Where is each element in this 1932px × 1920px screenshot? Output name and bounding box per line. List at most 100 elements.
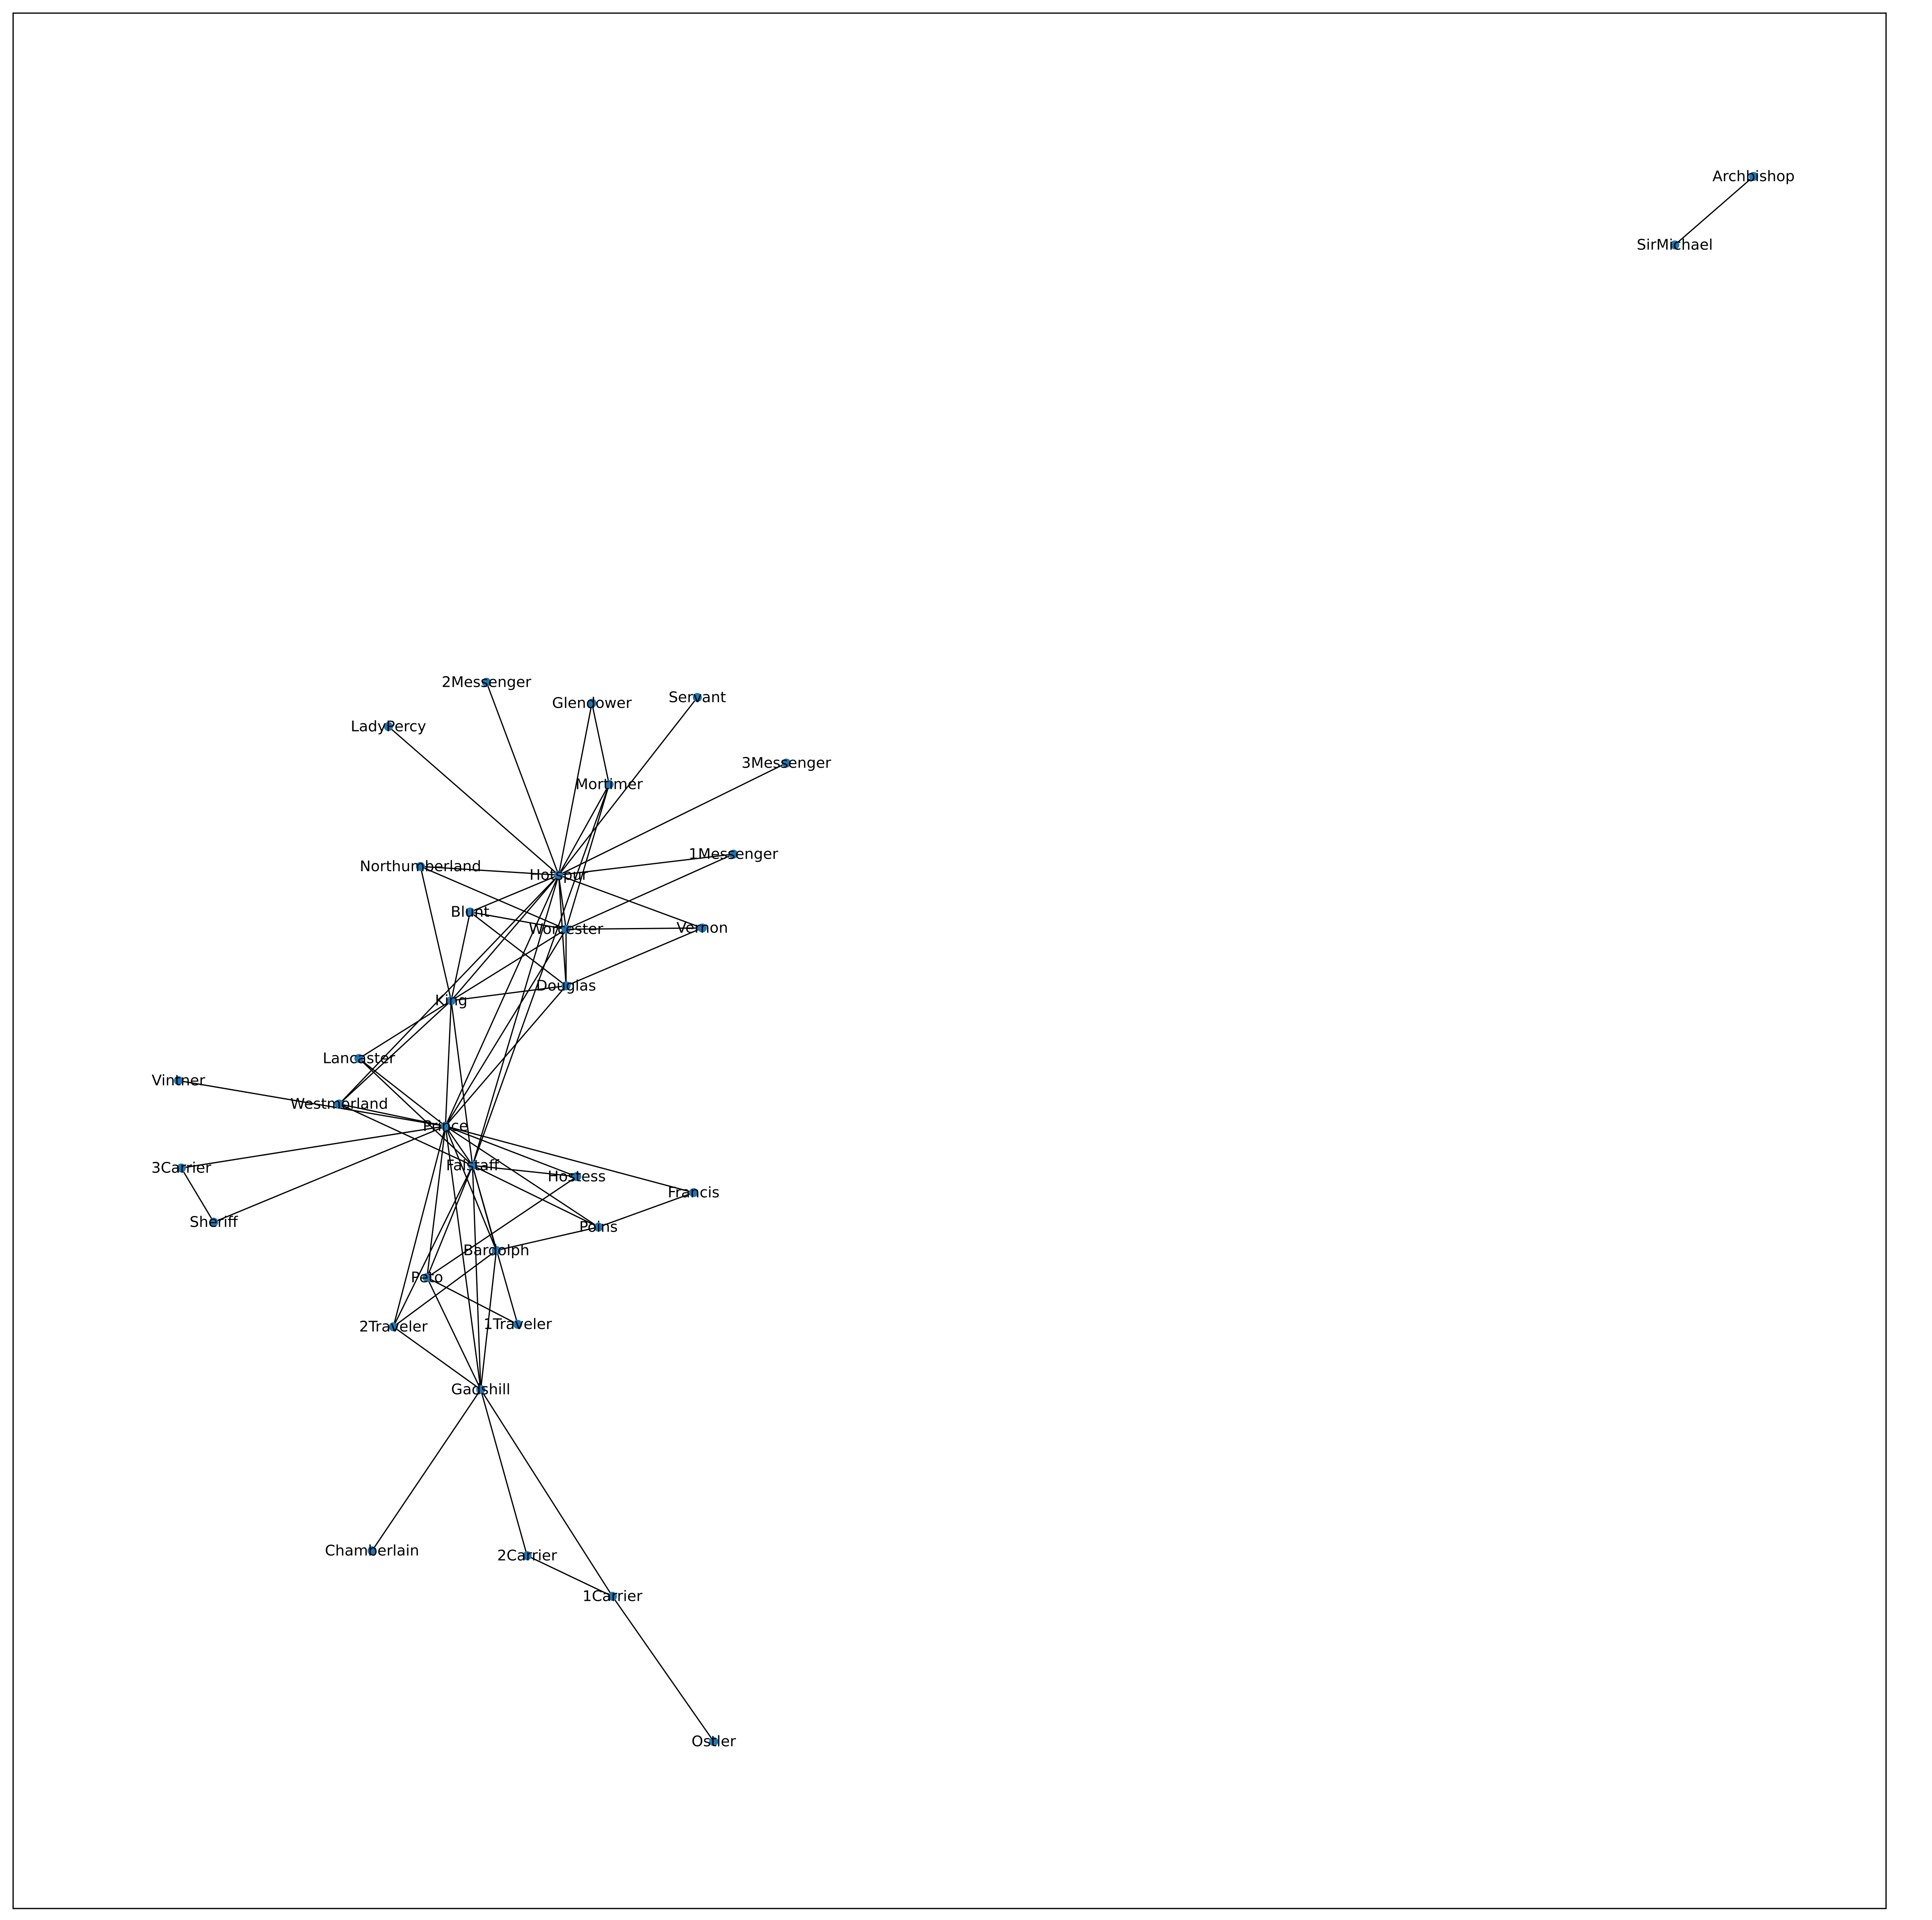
edge-mortimer-falstaff [472, 784, 610, 1166]
edge-hotspur-king [450, 875, 560, 1001]
node-lancaster [354, 1054, 363, 1063]
node-label-bardolph: Bardolph [463, 1242, 529, 1259]
edge-mortimer-worcester [565, 784, 610, 930]
node-sheriff [209, 1218, 218, 1227]
node-prince [441, 1122, 450, 1131]
edge-peto-1traveler [427, 1277, 518, 1325]
edge-vintner-prince [178, 1080, 446, 1127]
node-label-servant: Servant [669, 689, 726, 706]
edge-prince-bardolph [445, 1126, 497, 1251]
edge-blunt-douglas [470, 911, 566, 987]
edge-lancaster-falstaff [358, 1058, 473, 1166]
edge-king-falstaff [450, 1000, 473, 1166]
edge-bardolph-2traveler [393, 1250, 497, 1328]
edge-ladypercy-hotspur [388, 726, 559, 876]
edge-blunt-worcester [470, 911, 566, 930]
edge-bardolph-gadshill [480, 1250, 497, 1390]
node-worcester [562, 925, 571, 934]
node-label-chamberlain: Chamberlain [325, 1543, 419, 1559]
edge-hotspur-blunt [470, 874, 559, 913]
node-label-hostess: Hostess [548, 1168, 606, 1185]
node-label-1traveler: 1Traveler [484, 1316, 552, 1333]
edge-falstaff-2traveler [393, 1165, 473, 1327]
node-northumberland [416, 862, 425, 871]
node-label-2carrier: 2Carrier [497, 1547, 557, 1564]
node-label-ladypercy: LadyPercy [351, 718, 426, 735]
edge-falstaff-peto [426, 1165, 473, 1278]
edge-prince-poins [445, 1125, 599, 1228]
node-label-hotspur: Hotspur [530, 867, 588, 884]
edge-prince-3carrier [181, 1125, 446, 1169]
edge-gadshill-1carrier [480, 1389, 613, 1597]
edge-glendower-hotspur [558, 703, 593, 875]
node-label-sirmichael: SirMichael [1637, 237, 1713, 254]
edge-northumberland-king [420, 866, 452, 1001]
node-westmorland [335, 1099, 344, 1109]
node-label-douglas: Douglas [536, 978, 596, 994]
node-sirmichael [1670, 240, 1679, 249]
node-glendower [587, 699, 596, 708]
edge-2traveler-gadshill [393, 1326, 481, 1390]
edges-layer [178, 176, 1754, 1742]
node-king [447, 996, 456, 1005]
node-label-2messenger: 2Messenger [442, 674, 532, 691]
edge-hotspur-worcester [558, 875, 567, 930]
edge-prince-2traveler [393, 1126, 446, 1327]
node-label-vintner: Vintner [152, 1072, 206, 1089]
edge-falstaff-hostess [472, 1165, 577, 1177]
edge-douglas-prince [445, 985, 567, 1127]
edge-peto-gadshill [426, 1277, 482, 1390]
node-vintner [174, 1076, 183, 1085]
edge-1messenger-hotspur [558, 853, 734, 876]
edge-poins-bardolph [496, 1226, 599, 1251]
node-label-sheriff: Sheriff [190, 1214, 238, 1231]
node-bardolph [492, 1246, 501, 1255]
edge-mortimer-hotspur [558, 784, 610, 875]
edge-glendower-mortimer [591, 703, 610, 785]
node-label-blunt: Blunt [451, 904, 489, 921]
node-label-worcester: Worcester [529, 921, 603, 938]
node-label-vernon: Vernon [676, 920, 728, 937]
node-label-prince: Prince [423, 1118, 468, 1135]
edge-northumberland-hotspur [420, 866, 559, 876]
edge-hotspur-falstaff [472, 875, 560, 1166]
node-poins [594, 1223, 603, 1232]
node-douglas [562, 981, 571, 990]
node-label-peto: Peto [411, 1269, 443, 1286]
node-2messenger [482, 678, 491, 687]
plot-frame [12, 12, 1887, 1909]
edge-worcester-vernon [566, 927, 703, 930]
edge-prince-sheriff [213, 1125, 446, 1223]
node-gadshill [476, 1385, 485, 1394]
edge-gadshill-chamberlain [371, 1389, 482, 1551]
node-mortimer [605, 780, 614, 789]
node-label-3carrier: 3Carrier [151, 1160, 211, 1177]
node-label-king: King [435, 992, 467, 1009]
node-label-glendower: Glendower [552, 695, 632, 712]
node-blunt [466, 907, 475, 917]
edge-falstaff-poins [472, 1165, 599, 1228]
edge-westmorland-prince [339, 1103, 446, 1127]
edge-3carrier-sheriff [180, 1168, 215, 1223]
node-label-1carrier: 1Carrier [582, 1588, 642, 1605]
node-ladypercy [384, 722, 393, 731]
node-label-northumberland: Northumberland [360, 858, 481, 875]
edge-2messenger-hotspur [486, 682, 560, 875]
edge-falstaff-1traveler [472, 1165, 518, 1325]
edge-northumberland-worcester [420, 866, 566, 930]
node-label-ostler: Ostler [692, 1733, 736, 1750]
nodes-layer [174, 172, 1758, 1746]
edge-prince-francis [445, 1125, 694, 1193]
node-servant [693, 693, 702, 702]
edge-hotspur-prince [445, 875, 560, 1127]
edge-hotspur-vernon [558, 874, 703, 929]
node-hostess [572, 1172, 581, 1181]
edge-prince-hostess [445, 1125, 577, 1177]
node-1messenger [729, 850, 738, 859]
node-francis [689, 1188, 698, 1197]
node-label-westmorland: Westmorland [290, 1096, 388, 1113]
node-label-lancaster: Lancaster [323, 1050, 395, 1067]
node-2carrier [523, 1551, 532, 1560]
edge-prince-gadshill [445, 1126, 482, 1390]
